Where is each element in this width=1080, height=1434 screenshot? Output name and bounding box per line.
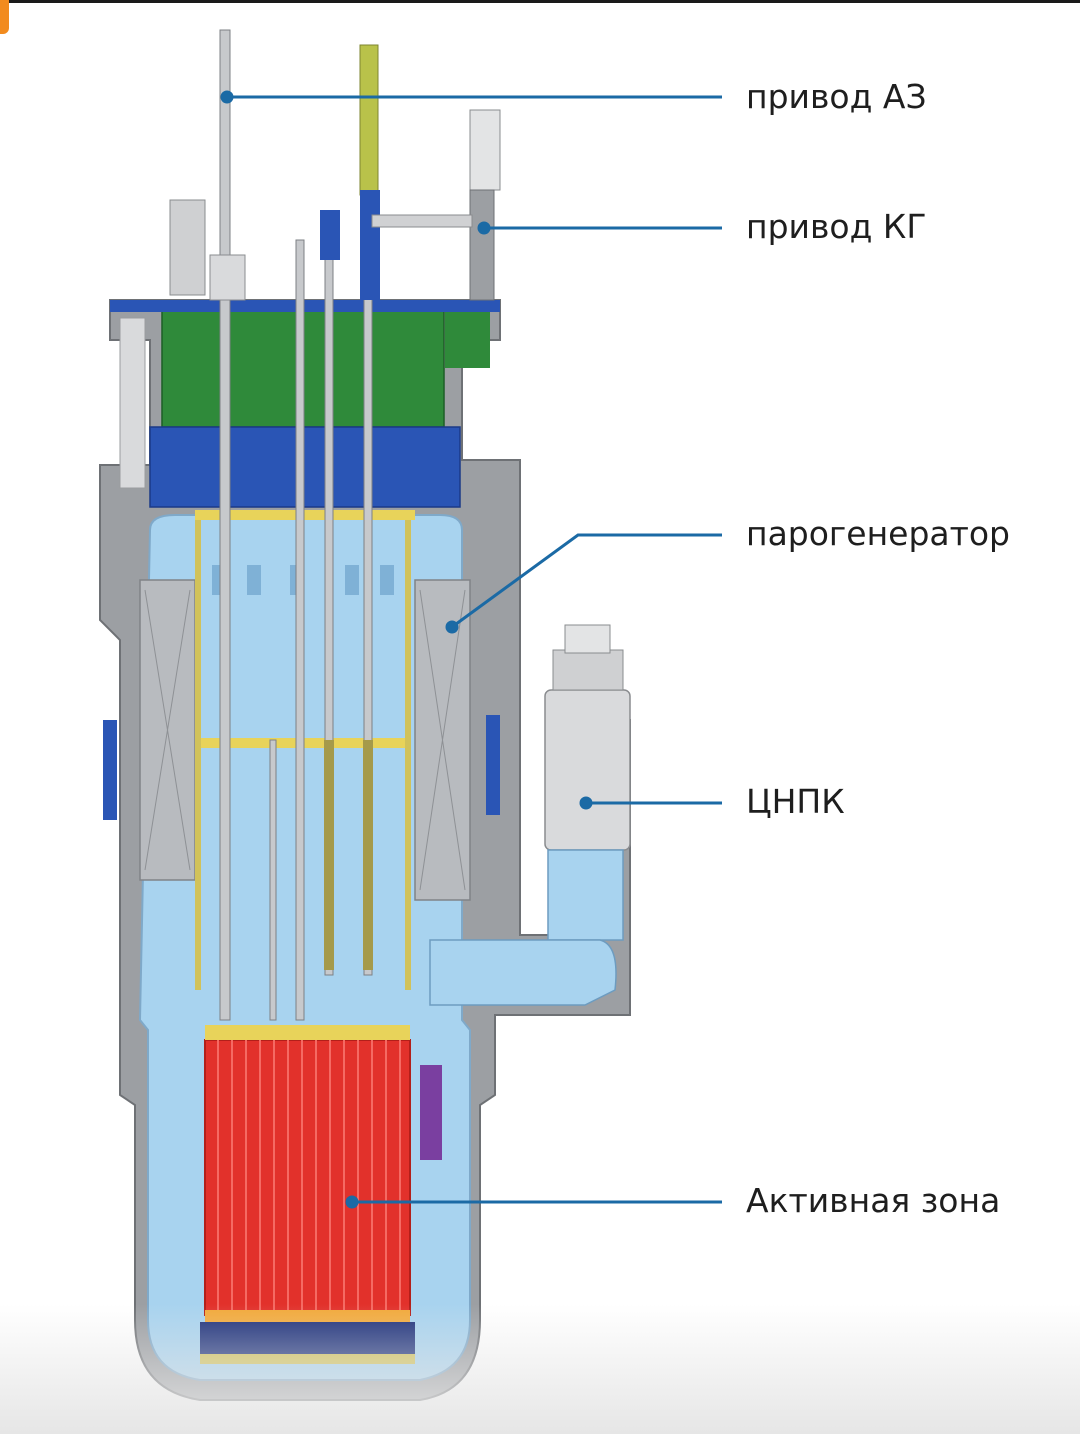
label-steam-generator: парогенератор xyxy=(746,514,1010,553)
pump-unit xyxy=(429,624,631,1006)
leader-line-steam-generator xyxy=(451,533,722,629)
label-drive-kg: привод КГ xyxy=(746,207,927,246)
leader-dot-pump xyxy=(579,796,593,810)
leader-dot-steam-generator xyxy=(445,620,459,634)
corner-tab xyxy=(0,0,9,34)
leader-lines xyxy=(220,90,722,1209)
top-border xyxy=(0,0,1080,3)
vessel-lid xyxy=(110,300,500,508)
leader-dot-core xyxy=(345,1195,359,1209)
label-core: Активная зона xyxy=(746,1181,1001,1220)
leader-dot-kg xyxy=(477,221,491,235)
label-pump: ЦНПК xyxy=(746,782,845,821)
drive-rods xyxy=(169,29,501,1021)
leader-dot-az xyxy=(220,90,234,104)
label-drive-az: привод АЗ xyxy=(746,77,927,116)
bottom-fade xyxy=(0,1304,1080,1434)
